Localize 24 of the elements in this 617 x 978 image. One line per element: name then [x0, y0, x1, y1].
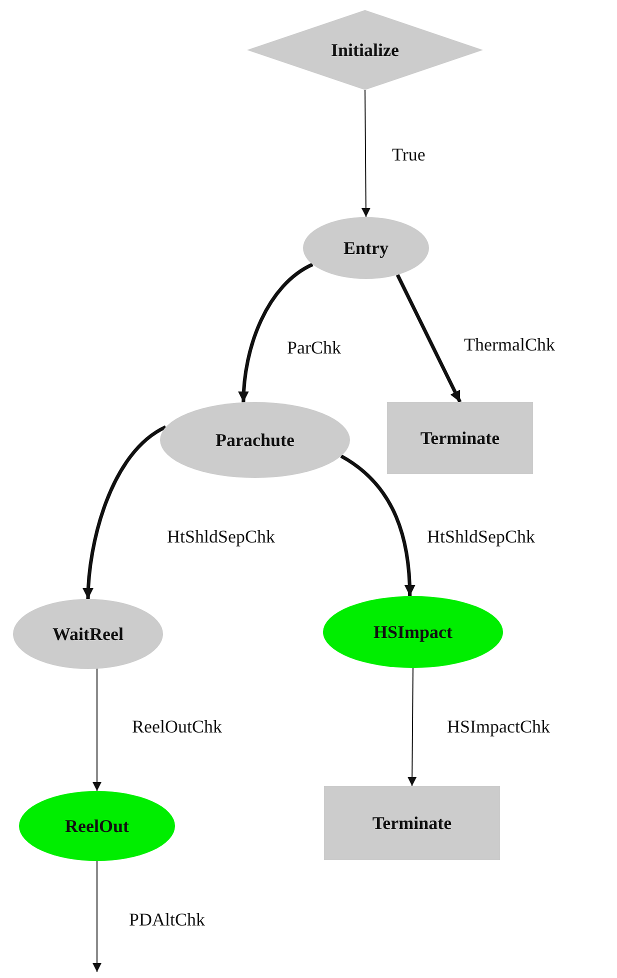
arrow	[92, 668, 102, 792]
node-label: Initialize	[331, 40, 399, 60]
decision-diamond	[247, 10, 483, 90]
node-label: Entry	[344, 238, 388, 258]
node-label: Parachute	[216, 430, 294, 450]
arrow	[82, 425, 167, 600]
state-ellipse	[303, 217, 429, 279]
terminal-box	[324, 786, 500, 860]
arrow	[92, 860, 102, 972]
state-ellipse	[160, 402, 350, 478]
terminal-box	[387, 402, 533, 474]
node-label: WaitReel	[52, 624, 124, 644]
node-label: HSImpact	[373, 622, 452, 642]
node-label: Terminate	[420, 428, 500, 448]
state-ellipse	[19, 791, 175, 861]
state-ellipse	[323, 596, 503, 668]
arrow	[408, 668, 417, 786]
arrow	[396, 274, 462, 403]
node-label: Terminate	[372, 812, 452, 834]
node-label: ReelOut	[65, 816, 129, 836]
arrow	[361, 90, 370, 218]
arrow	[340, 454, 416, 596]
arrow	[238, 262, 314, 402]
state-ellipse	[13, 599, 163, 669]
